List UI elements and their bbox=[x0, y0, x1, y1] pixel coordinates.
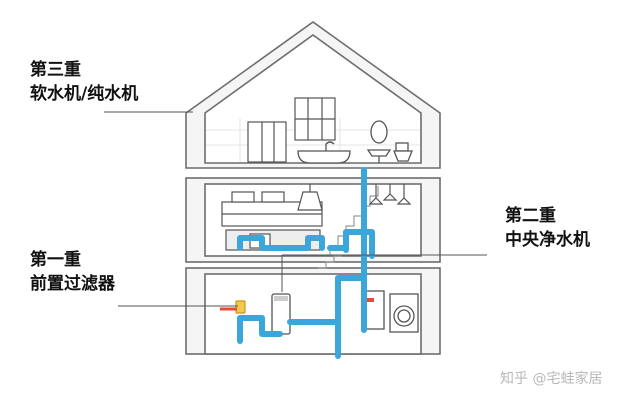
label-first-device: 前置过滤器 bbox=[30, 274, 115, 294]
label-third-stage: 第三重 软水机/纯水机 bbox=[30, 58, 138, 106]
bathtub-icon bbox=[297, 141, 351, 164]
label-second-stage: 第二重 中央净水机 bbox=[505, 204, 590, 252]
window-icon bbox=[247, 97, 336, 163]
label-third-device: 软水机/纯水机 bbox=[30, 84, 139, 104]
sink-icon bbox=[366, 149, 392, 163]
label-second-device: 中央净水机 bbox=[505, 230, 590, 250]
pre-filter-icon bbox=[235, 300, 246, 314]
staircase-icon bbox=[318, 186, 379, 269]
washing-machine-icon bbox=[389, 293, 419, 333]
label-first-level: 第一重 bbox=[30, 250, 81, 270]
toilet-icon bbox=[393, 142, 413, 162]
watermark: 知乎 @宅蛙家居 bbox=[500, 371, 603, 387]
label-first-stage: 第一重 前置过滤器 bbox=[30, 248, 115, 296]
range-hood-icon bbox=[297, 184, 323, 211]
water-pipes bbox=[237, 167, 375, 359]
leader-lines bbox=[104, 111, 487, 307]
central-purifier-icon bbox=[271, 293, 291, 335]
pendant-lamp-icon bbox=[368, 184, 412, 205]
label-second-level: 第二重 bbox=[505, 206, 556, 226]
mirror-icon bbox=[370, 120, 388, 144]
label-third-level: 第三重 bbox=[30, 60, 81, 80]
